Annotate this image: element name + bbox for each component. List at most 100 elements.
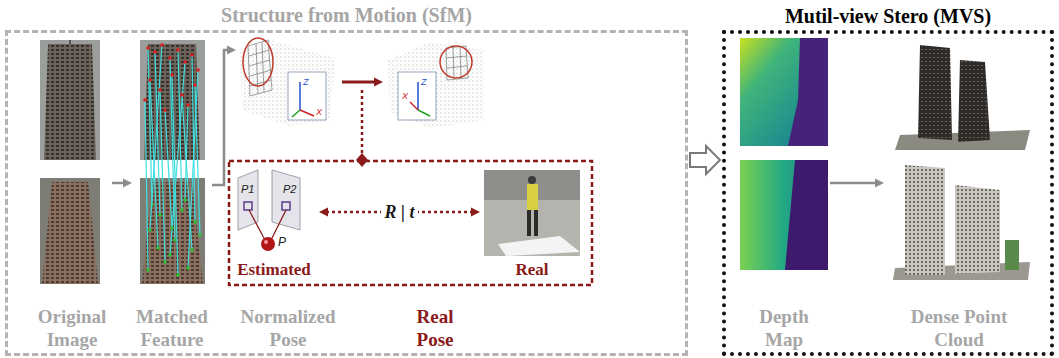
feature-matches-part [182, 95, 192, 250]
site-photo-part [534, 210, 538, 236]
real-cloud-part [410, 102, 418, 110]
original-photos-part [69, 40, 71, 44]
pose-leader-part [361, 90, 364, 154]
feature-matches-part [150, 80, 158, 248]
camera-planes-part [264, 240, 268, 244]
stage-column: Depth Map [738, 36, 830, 354]
pose-leader [356, 90, 368, 167]
arrow-head [123, 179, 132, 188]
feature-matches-part [145, 100, 148, 270]
normalized-cloud-part [243, 38, 273, 86]
normalized-cloud-part-part [248, 40, 272, 96]
dense-point-clouds-part [905, 165, 945, 275]
dense-point-clouds-part [918, 45, 952, 140]
connector-line [212, 50, 229, 185]
matched-photos-part [140, 178, 205, 284]
stage-label: Dense Point Cloud [909, 305, 1009, 353]
camera-planes-part [244, 202, 252, 210]
depth-maps-part [740, 160, 828, 270]
stage-label: Original Image [32, 305, 112, 353]
site-photo-part [484, 170, 580, 256]
dense-point-clouds-part [955, 185, 1000, 274]
stage-column: Normalized Pose [236, 36, 340, 354]
section-title: Mutil-view Stero (MVS) [785, 4, 991, 28]
real-cloud-part-part [453, 47, 454, 79]
matched-photos-part [142, 182, 203, 284]
depth-maps [740, 38, 828, 270]
axis-label: X [316, 108, 322, 117]
arrow-head [374, 78, 383, 87]
pose-inset-frame [229, 161, 592, 285]
feature-matches [145, 45, 200, 275]
arrow-head [875, 179, 884, 188]
block-arrow [690, 146, 720, 174]
normalized-cloud-part [288, 72, 326, 120]
block-arrow-shape [690, 146, 720, 174]
site-photo-part [528, 176, 536, 184]
real-cloud [388, 42, 484, 128]
real-cloud-part [418, 110, 430, 116]
arrow-head [227, 46, 236, 55]
point-label: P1 [241, 184, 254, 195]
connector-line [342, 81, 376, 84]
stage-label: Real Pose [400, 305, 470, 353]
original-photos-part [40, 40, 100, 160]
stage-label: Real [482, 259, 582, 280]
arrow-head [319, 208, 328, 217]
normalized-cloud [240, 38, 335, 126]
real-cloud-part [440, 46, 472, 78]
site-photo-part [498, 236, 580, 256]
stage-label: Estimated [231, 259, 317, 280]
camera-planes-part [249, 210, 265, 240]
axis-label: Z [421, 78, 427, 87]
flow-arrow [830, 179, 884, 188]
original-photos-part [44, 44, 96, 160]
point-label: P2 [283, 184, 296, 195]
camera-planes-part [272, 170, 300, 230]
stage-column: Real Pose [385, 36, 485, 354]
original-photos [40, 40, 100, 284]
original-photos-part [42, 182, 98, 284]
dense-point-clouds-part [1005, 240, 1019, 270]
matched-photos [140, 40, 205, 284]
feature-matches-part [165, 110, 172, 228]
normalized-cloud-part-part [249, 60, 270, 66]
normalized-cloud-part-part [249, 50, 269, 56]
real-cloud-part [388, 42, 484, 128]
stage-column: Dense Point Cloud [884, 36, 1034, 354]
stage-column: Matched Feature [132, 36, 212, 354]
normalized-cloud-part [248, 40, 272, 96]
depth-maps-part [788, 38, 828, 146]
normalized-cloud-part [300, 110, 314, 116]
stage-label: Matched Feature [132, 305, 212, 353]
arrow-head [471, 208, 480, 217]
axis-label: Z [303, 78, 309, 87]
edge-label: R | t [381, 201, 419, 223]
dense-point-clouds-part [958, 60, 990, 142]
depth-maps-part [740, 38, 828, 146]
pose-panel: Real [482, 166, 582, 282]
flow-arrow [112, 179, 132, 188]
pose-inset-frame-part [229, 161, 592, 285]
real-cloud-part [398, 72, 436, 120]
feature-matches-part [172, 75, 178, 275]
real-cloud-part-part [460, 47, 461, 79]
site-photo-part [527, 210, 531, 236]
camera-planes-part [261, 237, 275, 251]
camera-planes [238, 170, 300, 251]
mvs-region: Mutil-view Stero (MVS)Depth MapDense Poi… [722, 30, 1054, 356]
normalized-cloud-part [240, 40, 335, 126]
point-label: P [278, 236, 286, 248]
original-photos-part [40, 178, 100, 284]
site-photo [484, 170, 580, 256]
depth-maps-part [785, 160, 828, 270]
camera-planes-part [282, 202, 290, 210]
flow-arrow [342, 78, 383, 87]
normalized-cloud-part-part [250, 70, 271, 76]
feature-matches-part [188, 70, 198, 268]
feature-matches-part [160, 90, 165, 262]
dense-point-clouds [893, 45, 1030, 280]
